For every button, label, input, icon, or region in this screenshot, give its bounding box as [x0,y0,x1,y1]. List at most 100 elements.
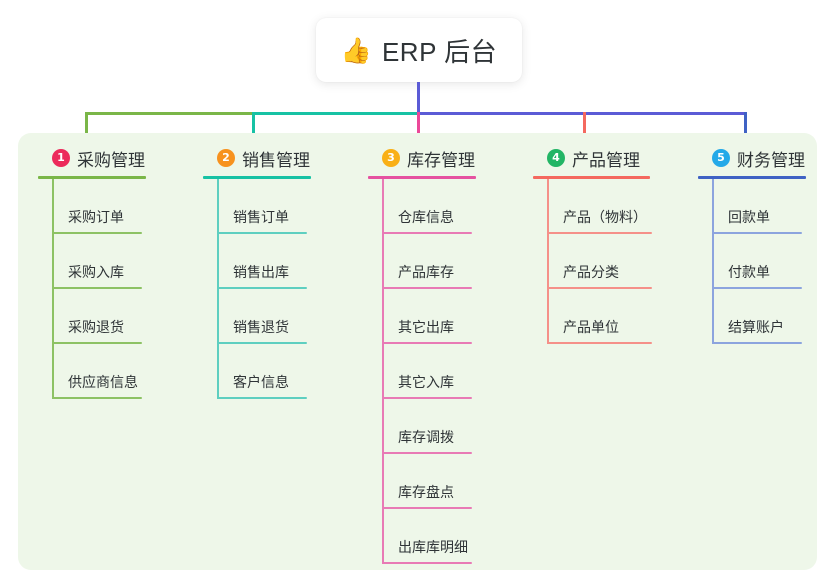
branch-drop-1 [85,112,88,145]
branch-number-badge: 2 [217,149,235,167]
branch-column-5: 5 财务管理回款单付款单结算账户 [698,146,818,344]
branch-item-label: 产品（物料） [563,209,647,225]
branch-number-badge: 5 [712,149,730,167]
branch-item-label: 产品单位 [563,319,619,335]
branch-item-label: 客户信息 [233,374,289,390]
branch-underline [368,176,476,179]
branch-item-label: 采购订单 [68,209,124,225]
branch-item[interactable]: 出库库明细 [382,509,533,564]
branch-spine [547,179,549,344]
branch-underline [698,176,806,179]
branch-header-3[interactable]: 3 库存管理 [368,146,533,170]
branch-underline [533,176,650,179]
trunk-segment-1 [85,112,255,115]
branch-item-underline [382,287,472,289]
branch-item-underline [52,342,142,344]
branch-drop-3 [417,112,420,145]
branch-item-label: 出库库明细 [398,539,468,555]
branch-item-underline [382,507,472,509]
branch-item-label: 结算账户 [728,319,784,335]
branch-item[interactable]: 产品分类 [547,234,698,289]
branch-item-underline [547,232,652,234]
branch-item-underline [382,232,472,234]
branch-column-1: 1 采购管理采购订单采购入库采购退货供应商信息 [38,146,203,399]
branch-item[interactable]: 仓库信息 [382,179,533,234]
branch-item-underline [712,287,802,289]
branch-underline [38,176,146,179]
branch-title: 财务管理 [737,150,805,170]
branch-drop-5 [744,112,747,145]
branch-item[interactable]: 销售退货 [217,289,368,344]
branch-item[interactable]: 回款单 [712,179,818,234]
root-node-label: ERP 后台 [381,36,498,67]
branch-item[interactable]: 库存盘点 [382,454,533,509]
branch-item[interactable]: 其它入库 [382,344,533,399]
branch-item[interactable]: 供应商信息 [52,344,203,399]
branch-item[interactable]: 采购订单 [52,179,203,234]
branch-items: 销售订单销售出库销售退货客户信息 [217,179,368,399]
branch-item[interactable]: 产品库存 [382,234,533,289]
branches-panel [18,133,817,570]
thumbs-up-icon: 👍 [340,35,372,65]
branch-item-label: 供应商信息 [68,374,138,390]
branch-item-underline [712,342,802,344]
branch-item-underline [217,287,307,289]
branch-title: 产品管理 [572,150,640,170]
branch-header-5[interactable]: 5 财务管理 [698,146,818,170]
branch-items: 采购订单采购入库采购退货供应商信息 [52,179,203,399]
branch-item[interactable]: 客户信息 [217,344,368,399]
branch-item-underline [382,397,472,399]
branch-item-underline [382,342,472,344]
branch-items: 产品（物料） 产品分类产品单位 [547,179,698,344]
branch-drop-4 [583,112,586,145]
branch-item-underline [52,232,142,234]
branch-title: 采购管理 [77,150,145,170]
branch-item[interactable]: 采购退货 [52,289,203,344]
branch-spine [217,179,219,399]
branch-item[interactable]: 结算账户 [712,289,818,344]
branch-item[interactable]: 产品单位 [547,289,698,344]
branch-item-label: 库存盘点 [398,484,454,500]
branch-column-3: 3 库存管理仓库信息产品库存其它出库其它入库库存调拨库存盘点出库库明细 [368,146,533,564]
branch-item[interactable]: 销售订单 [217,179,368,234]
branch-item[interactable]: 产品（物料） [547,179,698,234]
branch-item-label: 销售出库 [233,264,289,280]
branch-item-label: 产品库存 [398,264,454,280]
branch-item-label: 采购入库 [68,264,124,280]
branch-item-label: 其它出库 [398,319,454,335]
branch-item-label: 付款单 [728,264,770,280]
branch-spine [52,179,54,399]
branch-item-underline [547,342,652,344]
branch-item[interactable]: 采购入库 [52,234,203,289]
branch-item-label: 仓库信息 [398,209,454,225]
trunk-segment-3 [418,112,746,115]
branch-header-1[interactable]: 1 采购管理 [38,146,203,170]
branch-item-label: 销售订单 [233,209,289,225]
branch-item-underline [52,287,142,289]
branch-item-label: 产品分类 [563,264,619,280]
branch-item[interactable]: 付款单 [712,234,818,289]
branch-number-badge: 3 [382,149,400,167]
branch-number-badge: 1 [52,149,70,167]
root-stem [417,82,420,114]
branch-item-label: 库存调拨 [398,429,454,445]
branch-item-underline [712,232,802,234]
branch-item[interactable]: 库存调拨 [382,399,533,454]
branch-item-underline [217,232,307,234]
branch-item[interactable]: 销售出库 [217,234,368,289]
branch-item-underline [217,397,307,399]
branch-items: 回款单付款单结算账户 [712,179,818,344]
branch-item-underline [217,342,307,344]
branch-items: 仓库信息产品库存其它出库其它入库库存调拨库存盘点出库库明细 [382,179,533,564]
branch-item[interactable]: 其它出库 [382,289,533,344]
root-node[interactable]: 👍 ERP 后台 [316,18,522,82]
trunk-segment-2 [253,112,420,115]
branch-spine [712,179,714,344]
branch-item-underline [547,287,652,289]
branch-title: 库存管理 [407,150,475,170]
branch-spine [382,179,384,564]
